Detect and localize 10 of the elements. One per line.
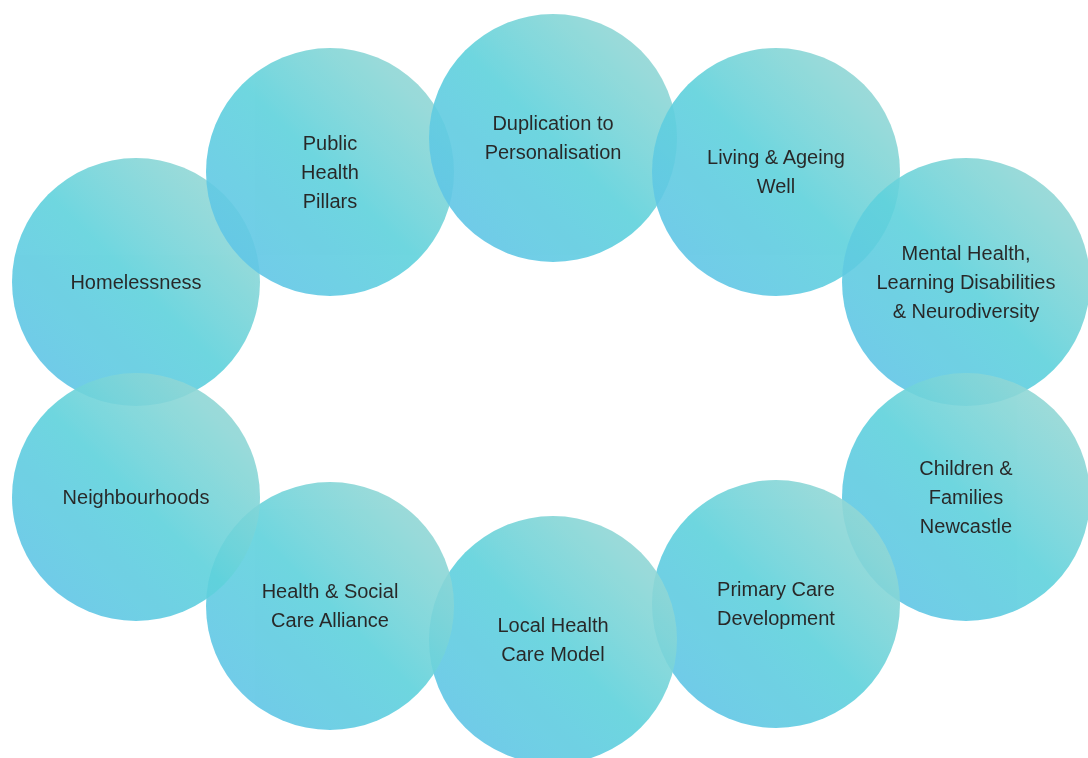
topic-label: Living & Ageing Well	[706, 145, 846, 199]
topic-label: Public Health Pillars	[300, 130, 360, 214]
topic-label: Primary Care Development	[716, 577, 836, 631]
topic-label: Duplication to Personalisation	[483, 111, 623, 165]
topic-label: Health & Social Care Alliance	[260, 579, 400, 633]
topic-label: Homelessness	[70, 269, 202, 295]
topic-label: Local Health Care Model	[496, 613, 610, 667]
topic-label: Neighbourhoods	[62, 484, 210, 510]
topic-label: Mental Health, Learning Disabilities & Neurodiversity	[876, 240, 1056, 324]
topic-label: Children & Families Newcastle	[918, 455, 1014, 539]
